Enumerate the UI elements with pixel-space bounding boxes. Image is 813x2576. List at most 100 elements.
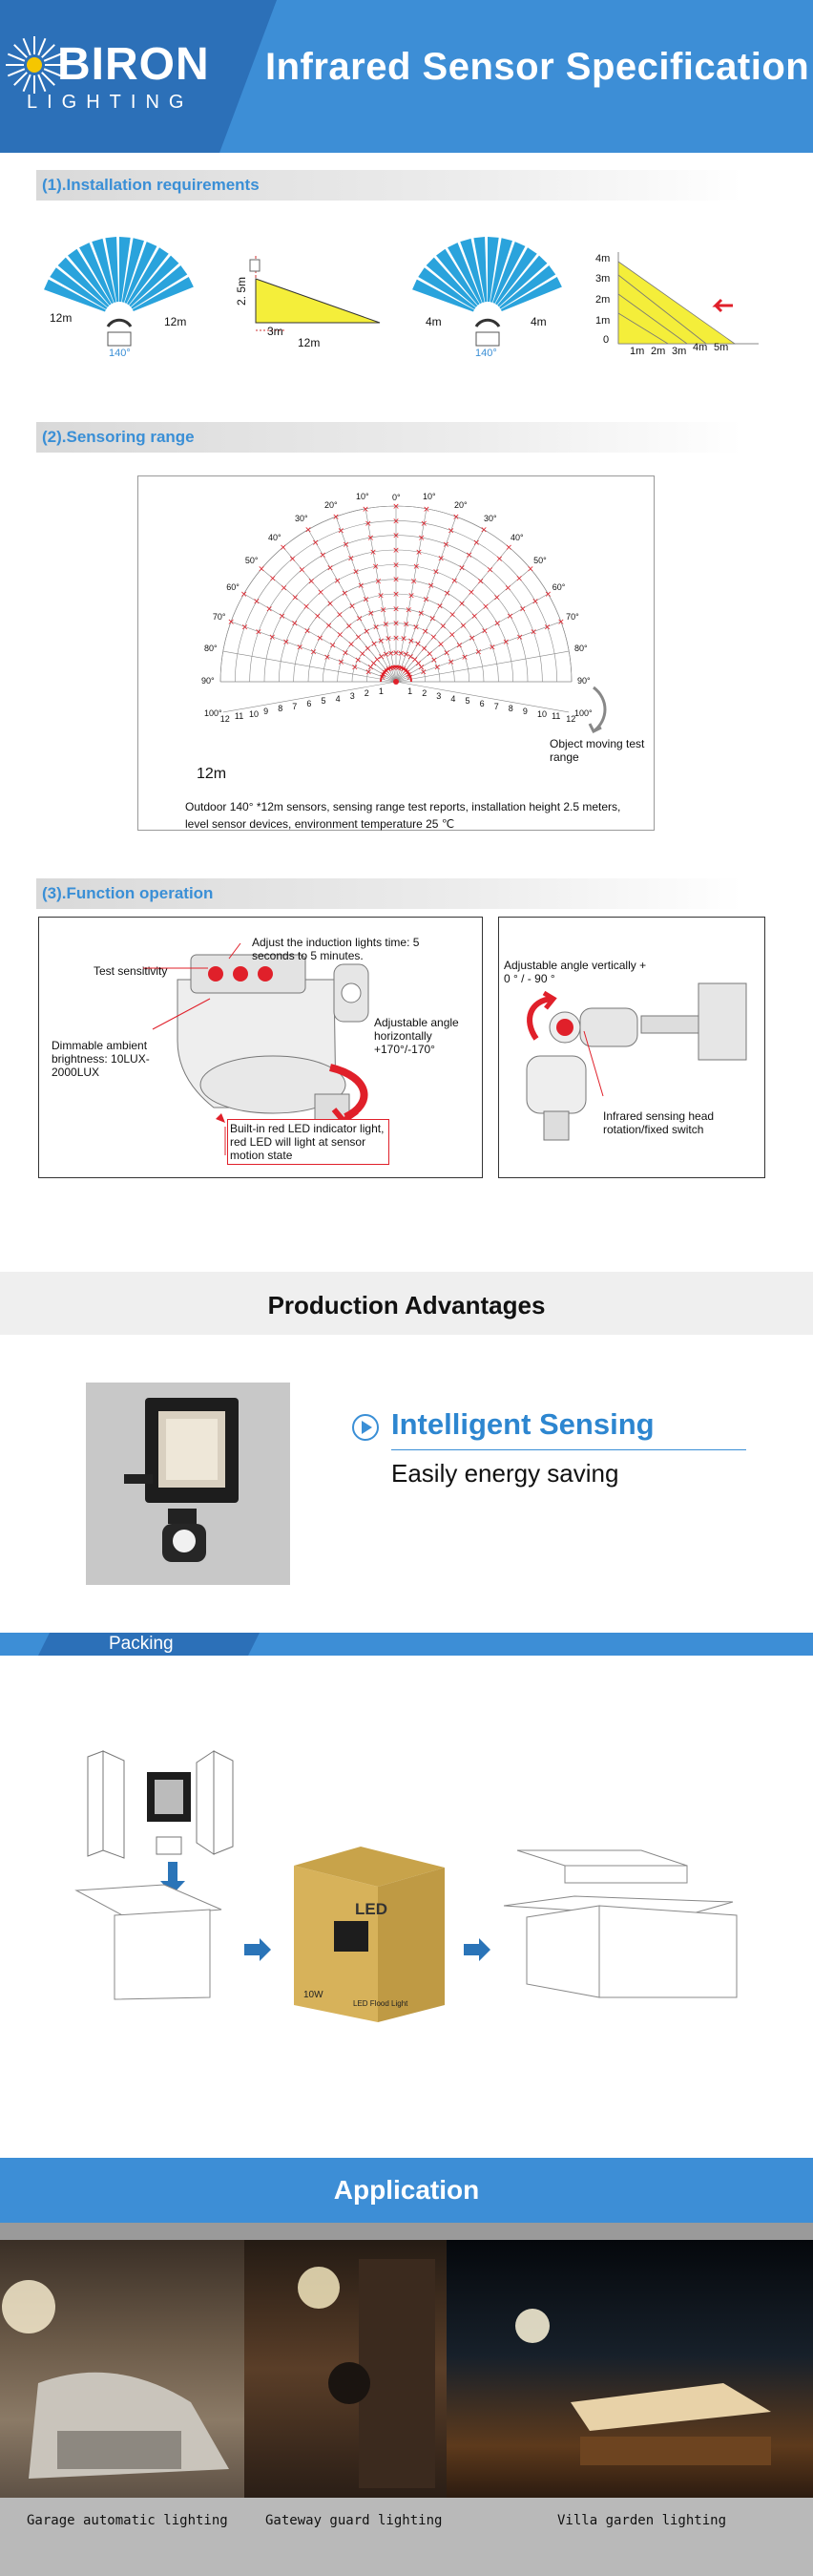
distance-tick-label: 7 [493,701,499,711]
sensor-side-illustration [526,982,747,1141]
svg-text:×: × [557,618,565,627]
angle-left-label: 80° [203,643,218,653]
sensoring-polar-diagram: × × × × × × × × × × × × × × × × × × × × × × × × × × × × × × × × × × × × × × × ×… [219,502,573,713]
svg-text:×: × [392,664,400,673]
svg-text:×: × [347,554,355,563]
angle-left-label: 10° [355,491,369,501]
height-4m: 4m [595,253,611,264]
advantages-banner [0,1272,813,1335]
feature-divider [391,1449,746,1450]
svg-text:×: × [365,668,372,678]
svg-text:×: × [392,517,400,526]
svg-text:×: × [452,513,460,522]
svg-text:×: × [545,590,552,600]
svg-text:×: × [480,526,488,536]
svg-text:×: × [426,649,433,659]
dist-3m: 3m [672,346,687,357]
angle-right-label: 40° [510,532,524,542]
box-product-label: LED Flood Light [353,1999,408,2008]
angle-left-label: 60° [226,582,240,592]
svg-text:×: × [281,583,288,593]
side-view-height-diagram [249,256,381,331]
height-1m: 1m [595,315,611,327]
svg-text:×: × [440,622,448,631]
svg-text:×: × [418,534,426,543]
svg-text:×: × [372,562,380,572]
svg-text:×: × [334,577,342,586]
svg-text:×: × [475,648,483,658]
svg-text:×: × [280,543,287,553]
svg-text:×: × [326,600,334,609]
svg-text:×: × [387,665,395,674]
svg-text:×: × [519,604,527,614]
product-photo [86,1383,290,1585]
distance-tick-label: 7 [292,701,298,711]
svg-text:×: × [317,634,324,644]
angle-right-label: 20° [454,499,468,510]
brand-subtitle: LIGHTING [27,92,194,113]
svg-text:×: × [367,534,375,543]
svg-text:×: × [415,548,423,558]
svg-text:×: × [516,633,524,643]
distance-tick-label: 6 [306,698,312,708]
distance-tick-label: 4 [450,693,456,704]
box-watt-label: 10W [303,1990,323,2000]
distance-tick-label: 6 [479,698,485,708]
svg-text:×: × [493,620,501,629]
svg-text:×: × [332,513,340,522]
svg-text:×: × [436,602,444,611]
svg-text:×: × [258,565,265,575]
svg-text:×: × [302,602,310,612]
svg-text:×: × [383,650,390,660]
callout-switch: Infrared sensing head rotation/fixed swi… [603,1109,715,1136]
svg-text:×: × [437,554,445,563]
svg-text:×: × [395,664,403,673]
svg-text:×: × [296,643,303,652]
caption-strip [0,2498,813,2576]
svg-text:×: × [310,648,318,658]
svg-text:×: × [289,555,297,564]
svg-text:×: × [338,527,345,537]
svg-text:×: × [433,663,441,672]
angle-right-label: 50° [533,556,547,565]
sensoring-note: Outdoor 140° *12m sensors, sensing range… [185,800,621,831]
svg-text:×: × [362,505,369,515]
svg-text:×: × [430,633,438,643]
angle-left-label: 70° [212,611,226,622]
angle-right-label: 70° [566,611,579,622]
gateway-photo [244,2240,447,2498]
angle-zero-label: 0° [392,493,401,502]
callout-led: Built-in red LED indicator light, red LE… [227,1119,389,1165]
svg-text:×: × [421,519,428,529]
play-circle-icon [352,1414,379,1441]
svg-text:×: × [400,635,407,644]
svg-text:×: × [414,640,422,649]
villa-garden-photo [447,2240,813,2498]
svg-text:×: × [392,634,400,644]
callout-sensitivity: Test sensitivity [94,964,168,978]
packing-title: Packing [109,1634,174,1654]
page-title: Infrared Sensor Specification [265,46,810,88]
distance-tick-label: 2 [422,688,427,699]
svg-text:×: × [282,638,290,647]
svg-text:×: × [253,598,261,607]
svg-text:×: × [392,648,400,658]
caption-villa: Villa garden lighting [557,2513,727,2528]
svg-text:×: × [352,568,360,578]
angle-left-label: 50° [244,556,259,565]
svg-text:×: × [392,502,400,512]
svg-text:×: × [392,604,400,614]
svg-text:×: × [381,668,388,678]
svg-text:×: × [530,628,537,638]
svg-text:×: × [336,611,344,621]
section-function-header: (3).Function operation [36,878,742,909]
svg-text:×: × [468,588,475,598]
svg-text:×: × [375,577,383,586]
svg-text:×: × [320,551,327,560]
svg-text:×: × [482,602,490,612]
svg-text:×: × [347,641,355,650]
feature-description: Easily energy saving [391,1459,619,1488]
svg-text:×: × [412,623,420,632]
distance-tick-label: 1 [407,686,413,696]
svg-text:×: × [386,665,393,675]
